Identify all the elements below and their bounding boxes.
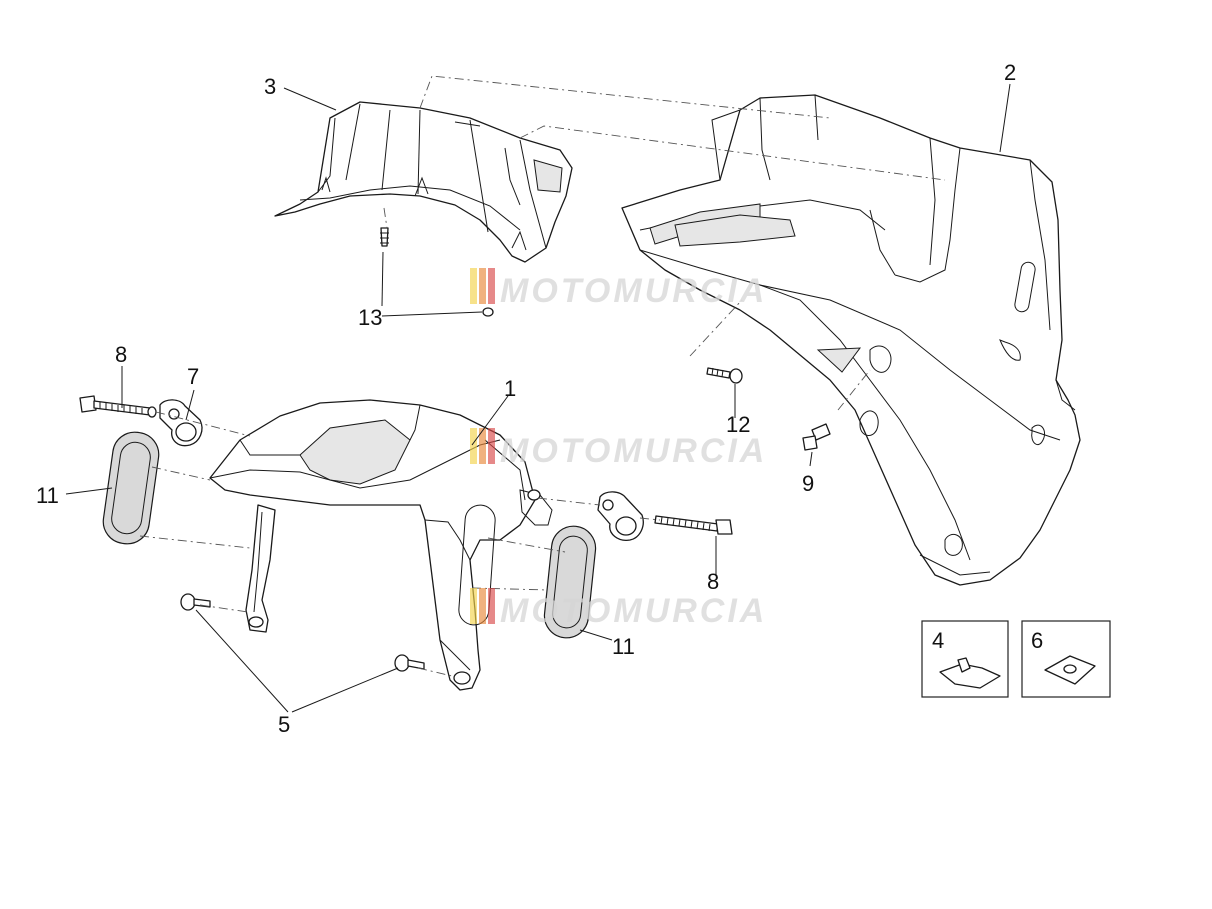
part-1-front-mudguard [209,399,553,691]
watermark-stripe-2 [479,268,486,304]
callout-6: 6 [1031,628,1043,653]
callouts: 3 2 13 8 7 1 11 12 9 8 11 5 4 6 [36,60,1043,737]
watermark-stripe-2 [479,588,486,624]
part-8-bolt-left [79,395,157,418]
callout-1: 1 [504,376,516,401]
part-8-bolt-right [654,515,733,535]
watermark-stripe-3 [488,268,495,304]
part-4-box [921,620,1009,698]
watermark-text-middle: MOTOMURCIA [500,432,767,470]
part-2-inner-shield [621,94,1081,586]
part-11-reflector-left [102,431,160,545]
leader-lines [65,83,1011,713]
callout-3: 3 [264,74,276,99]
callout-8b: 8 [707,569,719,594]
part-3-inner-cover [274,101,573,263]
callout-11b: 11 [612,634,635,659]
callout-5: 5 [278,712,290,737]
part-5-screw-left [180,593,211,611]
part-7-clamp-right [597,491,644,541]
watermark-stripe-1 [470,268,477,304]
callout-8a: 8 [115,342,127,367]
callout-11a: 11 [36,483,59,508]
callout-4: 4 [932,628,944,653]
watermark-stripe-1 [470,588,477,624]
part-13-screw [380,227,494,317]
watermark-middle: MOTOMURCIA [470,428,767,470]
callout-2: 2 [1004,60,1016,85]
part-7-clamp-left [159,399,203,447]
watermark-stripe-3 [488,428,495,464]
watermark-stripe-2 [479,428,486,464]
part-5-screw-right [394,654,425,672]
watermark-top: MOTOMURCIA [470,268,767,310]
callout-9: 9 [802,471,814,496]
callout-7: 7 [187,364,199,389]
part-9-bolt [802,423,831,451]
watermark-text-bottom: MOTOMURCIA [500,592,767,630]
callout-13: 13 [358,305,382,330]
part-11-reflector-right [543,525,597,639]
watermark-stripe-3 [488,588,495,624]
part-12-screw [706,367,743,384]
watermark-text-top: MOTOMURCIA [500,272,767,310]
watermark-bottom: MOTOMURCIA [470,588,767,630]
part-6-box [1021,620,1111,698]
watermark-stripe-1 [470,428,477,464]
assembly-lines [139,75,946,677]
callout-12: 12 [726,412,750,437]
